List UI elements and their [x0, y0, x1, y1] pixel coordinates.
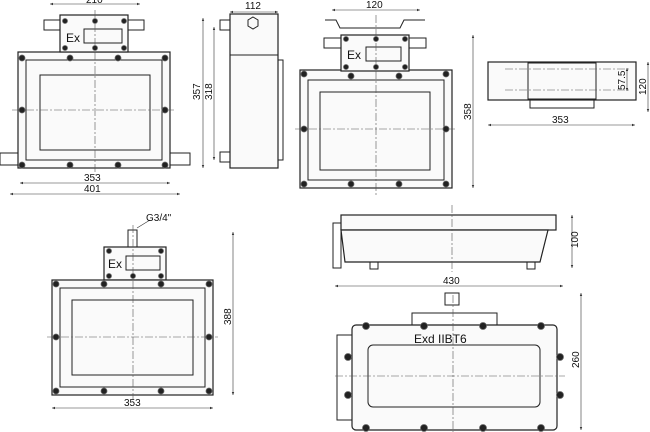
bolts — [52, 248, 213, 395]
pipe-front-view: G3/4" Ex 388 353 — [47, 213, 235, 410]
dim-353: 353 — [124, 398, 141, 409]
dim-353: 353 — [552, 115, 569, 126]
dim-120: 120 — [638, 78, 649, 95]
front-view: Ex 210 353 401 — [0, 0, 191, 196]
thread-label: G3/4" — [146, 213, 172, 224]
dim-100: 100 — [570, 231, 581, 248]
ex-marking: Exd IIBT6 — [414, 332, 467, 346]
dim-112: 112 — [245, 1, 261, 12]
cable-gland-icon — [247, 16, 259, 30]
dim-358: 358 — [463, 103, 474, 120]
dim-353: 353 — [84, 173, 101, 184]
bracket-front-view: Ex 120 358 — [295, 0, 475, 195]
conduit-pipe — [127, 229, 138, 248]
dim-357: 357 — [192, 83, 203, 100]
dim-57-5: 57.5 — [617, 70, 628, 90]
bolts — [18, 18, 169, 169]
ex-label: Ex — [347, 48, 361, 62]
bolts — [300, 36, 450, 188]
dim-318: 318 — [204, 83, 215, 100]
ex-label: Ex — [66, 31, 80, 45]
mounting-bracket — [325, 19, 425, 29]
bolts — [344, 322, 564, 432]
dim-388: 388 — [223, 308, 234, 325]
dim-210: 210 — [86, 0, 103, 6]
dim-120: 120 — [366, 0, 383, 11]
ex-label: Ex — [108, 257, 122, 271]
top-view: 57.5 120 353 — [487, 61, 650, 127]
long-front-view: Exd IIBT6 430 260 — [335, 276, 583, 432]
side-view: 112 357 318 — [192, 1, 284, 169]
dim-430: 430 — [443, 276, 460, 287]
dim-401: 401 — [84, 184, 101, 195]
cable-gland — [444, 292, 460, 306]
long-side-view: 100 — [332, 205, 581, 272]
dim-260: 260 — [571, 351, 582, 368]
